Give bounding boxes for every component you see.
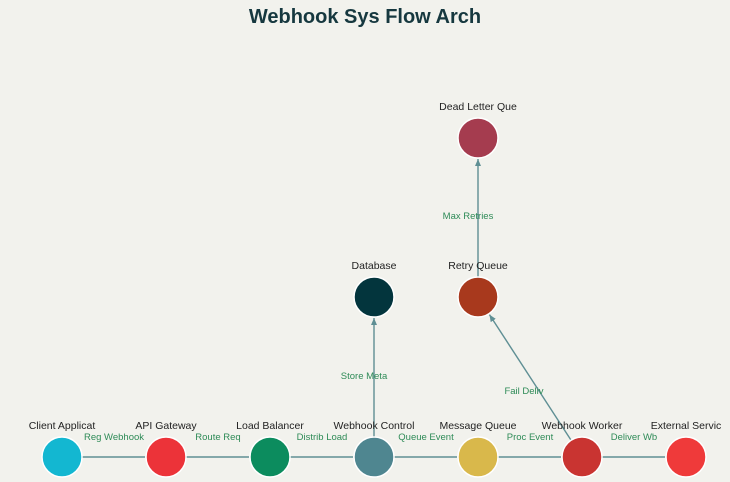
edge-label-worker-retry: Fail Deliv	[504, 386, 543, 397]
node-circle-worker	[561, 436, 603, 478]
node-circle-dlq	[457, 117, 499, 159]
node-controller: Webhook Control	[334, 420, 415, 478]
node-label-gateway: API Gateway	[135, 420, 197, 432]
node-client: Client Applicat	[29, 420, 96, 478]
edge-label-controller-db: Store Meta	[341, 371, 388, 382]
node-label-external: External Servic	[651, 420, 722, 432]
node-db: Database	[352, 260, 397, 318]
edge-labels-layer: Reg Webhook Route Req Distrib Load Queue Ev…	[84, 211, 657, 443]
node-worker: Webhook Worker	[542, 420, 623, 478]
node-external: External Servic	[651, 420, 722, 478]
edge-label-controller-mq: Queue Event	[398, 432, 454, 443]
node-circle-controller	[353, 436, 395, 478]
node-label-client: Client Applicat	[29, 420, 96, 432]
edge-label-lb-controller: Distrib Load	[297, 432, 348, 443]
node-label-dlq: Dead Letter Que	[439, 101, 517, 113]
node-label-mq: Message Queue	[439, 420, 516, 432]
node-gateway: API Gateway	[135, 420, 197, 478]
node-dlq: Dead Letter Que	[439, 101, 517, 159]
node-circle-mq	[457, 436, 499, 478]
node-label-lb: Load Balancer	[236, 420, 304, 432]
node-lb: Load Balancer	[236, 420, 304, 478]
node-retry: Retry Queue	[448, 260, 508, 318]
nodes-layer: Client Applicat API Gateway Load Balancer W…	[29, 101, 722, 478]
edge-label-retry-dlq: Max Retries	[443, 211, 494, 222]
edge-label-client-gateway: Reg Webhook	[84, 432, 144, 443]
node-mq: Message Queue	[439, 420, 517, 478]
edge-worker-retry	[488, 314, 572, 441]
node-label-db: Database	[352, 260, 397, 272]
node-label-retry: Retry Queue	[448, 260, 508, 272]
node-label-controller: Webhook Control	[334, 420, 415, 432]
node-circle-db	[353, 276, 395, 318]
node-circle-retry	[457, 276, 499, 318]
diagram-title: Webhook Sys Flow Arch	[248, 6, 482, 28]
node-circle-gateway	[145, 436, 187, 478]
edge-label-gateway-lb: Route Req	[195, 432, 240, 443]
node-circle-external	[665, 436, 707, 478]
node-circle-lb	[249, 436, 291, 478]
edges-layer	[82, 159, 665, 458]
edge-label-worker-external: Deliver Wb	[611, 432, 657, 443]
edge-label-mq-worker: Proc Event	[507, 432, 554, 443]
node-label-worker: Webhook Worker	[542, 420, 623, 432]
node-circle-client	[41, 436, 83, 478]
